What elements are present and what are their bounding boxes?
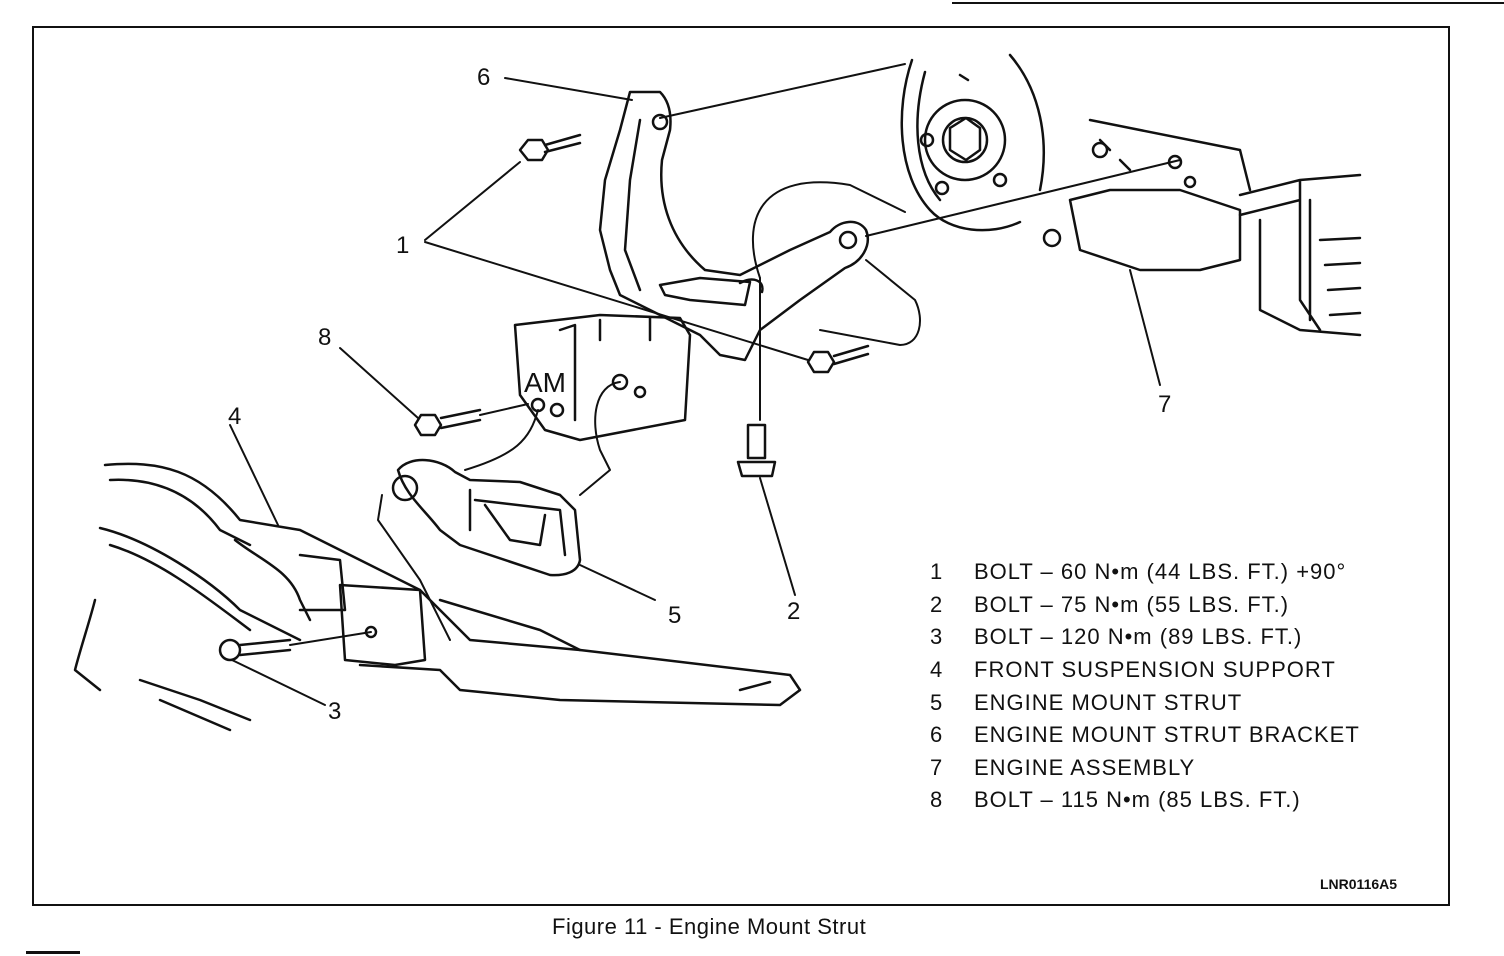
figure-frame bbox=[32, 26, 1450, 906]
engine-assembly bbox=[900, 53, 1362, 337]
callout-5: 5 bbox=[668, 602, 682, 629]
callout-8: 8 bbox=[318, 324, 332, 351]
callout-4: 4 bbox=[228, 403, 242, 430]
callout-3: 3 bbox=[328, 698, 342, 725]
figure-caption: Figure 11 - Engine Mount Strut bbox=[552, 914, 867, 939]
callout-2: 2 bbox=[787, 598, 801, 625]
callout-6: 6 bbox=[477, 64, 491, 91]
callout-1: 1 bbox=[396, 232, 410, 259]
footer-rule bbox=[26, 951, 80, 954]
front-suspension-support bbox=[73, 462, 802, 732]
bolt-8 bbox=[413, 408, 482, 437]
bolt-3 bbox=[218, 638, 292, 662]
figure-code: LNR0116A5 bbox=[1320, 876, 1398, 892]
bracket-marking: AM bbox=[524, 367, 566, 398]
engine-mount-strut-bracket bbox=[598, 90, 869, 362]
callout-7: 7 bbox=[1158, 391, 1172, 418]
am-mount-bracket bbox=[513, 313, 692, 442]
engine-mount-strut bbox=[391, 458, 582, 577]
bolt-2 bbox=[736, 423, 777, 478]
top-rule bbox=[952, 2, 1504, 4]
bolt-1-upper bbox=[518, 133, 582, 162]
bolt-1-lower bbox=[806, 344, 870, 374]
leader-lines bbox=[229, 63, 1181, 706]
